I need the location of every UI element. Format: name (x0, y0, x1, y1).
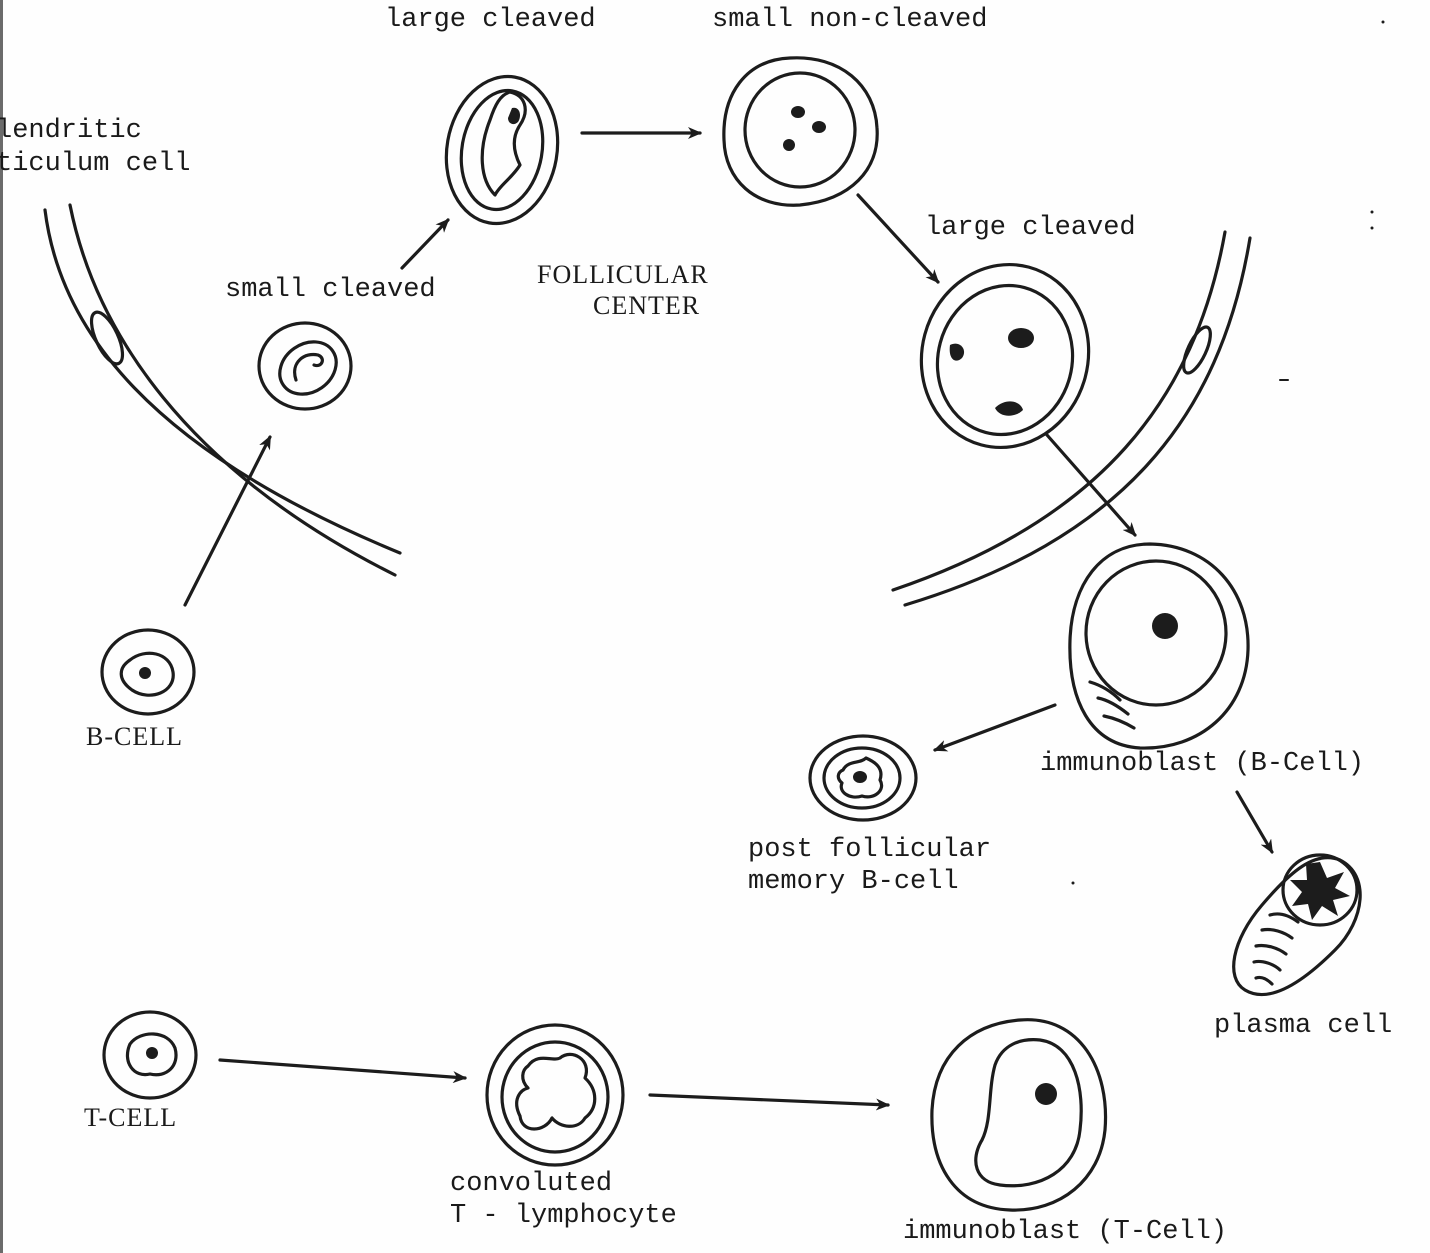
label-t-cell: T-CELL (84, 1102, 177, 1133)
label-small-non-cleaved: small non-cleaved (712, 4, 987, 37)
arrow-immunoblast-to-plasma (1237, 792, 1272, 852)
label-t-lymphocyte: T - lymphocyte (450, 1200, 677, 1233)
b-cell (102, 630, 194, 714)
label-dendritic-line2: ticulum cell (0, 148, 190, 181)
label-dendritic-line1: lendritic (0, 115, 142, 148)
label-b-cell: B-CELL (86, 721, 183, 752)
label-immunoblast-b: immunoblast (B-Cell) (1040, 748, 1364, 781)
immunoblast-t-cell (932, 1020, 1106, 1210)
label-convoluted: convoluted (450, 1168, 612, 1201)
label-follicular: FOLLICULAR (537, 259, 709, 290)
dendritic-reticulum-cell-right (893, 232, 1250, 605)
large-cleaved-cell-top (435, 68, 569, 233)
label-post-follicular: post follicular (748, 834, 991, 867)
small-cleaved-cell (259, 323, 351, 409)
arrow-tcell-to-convoluted (220, 1060, 465, 1078)
large-cleaved-cell-right (901, 246, 1109, 467)
arrow-immunoblast-to-memory (935, 705, 1055, 750)
arrow-small-cleaved-to-large-cleaved (402, 220, 448, 268)
t-cell (104, 1012, 196, 1098)
plasma-cell (1234, 855, 1360, 994)
arrow-convoluted-to-immunoblast-t (650, 1095, 888, 1105)
label-small-cleaved: small cleaved (225, 274, 436, 307)
label-large-cleaved-top: large cleaved (385, 4, 596, 37)
convoluted-t-lymphocyte (487, 1025, 623, 1165)
label-plasma-cell: plasma cell (1214, 1010, 1392, 1043)
label-memory-b-cell: memory B-cell (748, 866, 959, 899)
small-non-cleaved-cell (724, 58, 877, 205)
immunoblast-b-cell (1070, 544, 1248, 748)
dendritic-reticulum-cell-left (45, 205, 400, 575)
label-center: CENTER (593, 290, 700, 321)
label-immunoblast-t: immunoblast (T-Cell) (903, 1216, 1227, 1249)
label-large-cleaved-right: large cleaved (925, 212, 1136, 245)
post-follicular-memory-b-cell (810, 736, 916, 820)
